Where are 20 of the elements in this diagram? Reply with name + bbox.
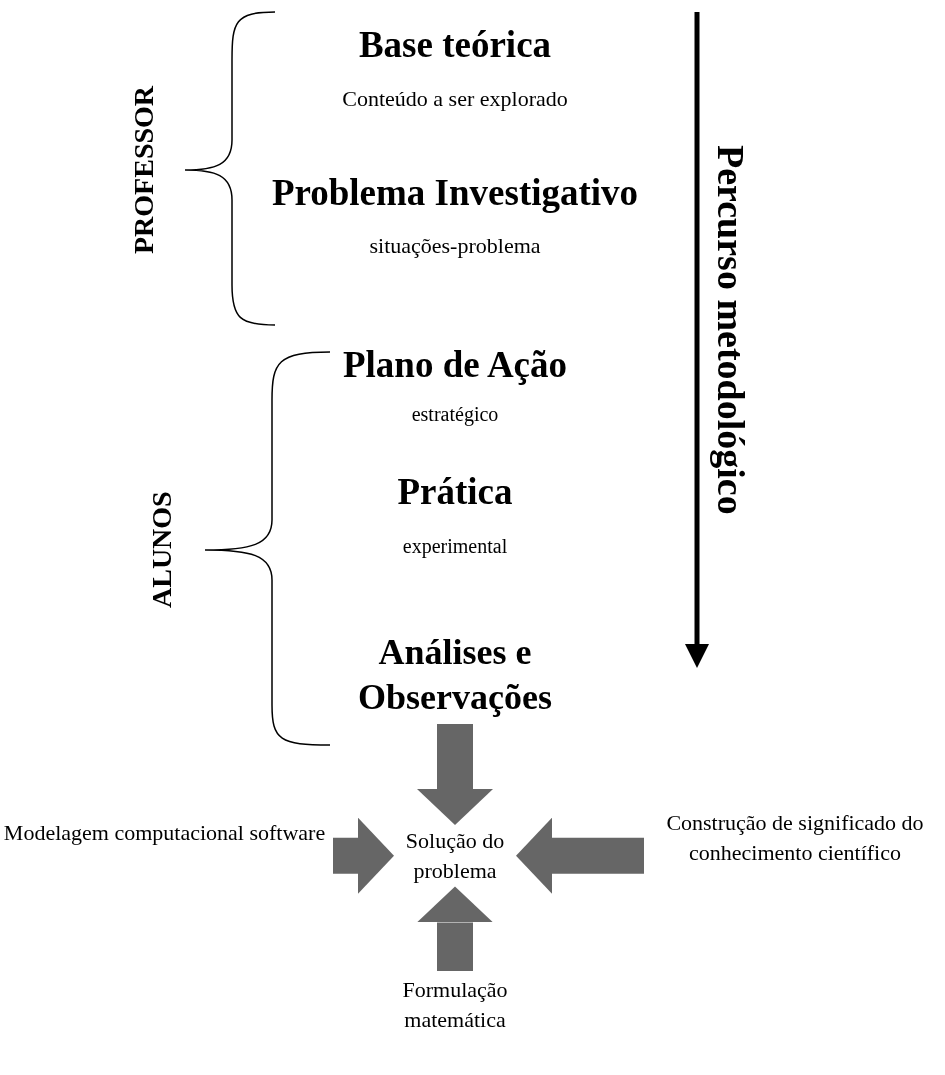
step-label: Formulação matemática <box>380 975 530 1035</box>
role-label: PROFESSOR <box>130 84 158 256</box>
step-label: Construção de significado do conhecimento científico <box>650 808 940 868</box>
block-arrow <box>417 886 493 971</box>
block-arrow <box>417 724 493 825</box>
stage-caption: Conteúdo a ser explorado <box>341 86 569 112</box>
step-label: Análises e Observações <box>300 630 610 720</box>
block-arrow <box>333 817 394 894</box>
stage-caption: estratégico <box>410 403 500 426</box>
stage-heading: Plano de Ação <box>341 344 569 387</box>
stage-heading: Base teórica <box>357 24 553 67</box>
role-label: ALUNOS <box>148 490 176 611</box>
step-label: Modelagem computacional software <box>2 818 327 848</box>
stage-caption: situações-problema <box>368 233 542 259</box>
vertical-title: Percurso metodológico <box>712 144 750 517</box>
stage-caption: experimental <box>401 535 509 558</box>
step-label: Solução do problema <box>395 826 515 886</box>
stage-heading: Prática <box>396 471 514 514</box>
block-arrow <box>516 817 644 894</box>
stage-heading: Problema Investigativo <box>270 172 640 215</box>
